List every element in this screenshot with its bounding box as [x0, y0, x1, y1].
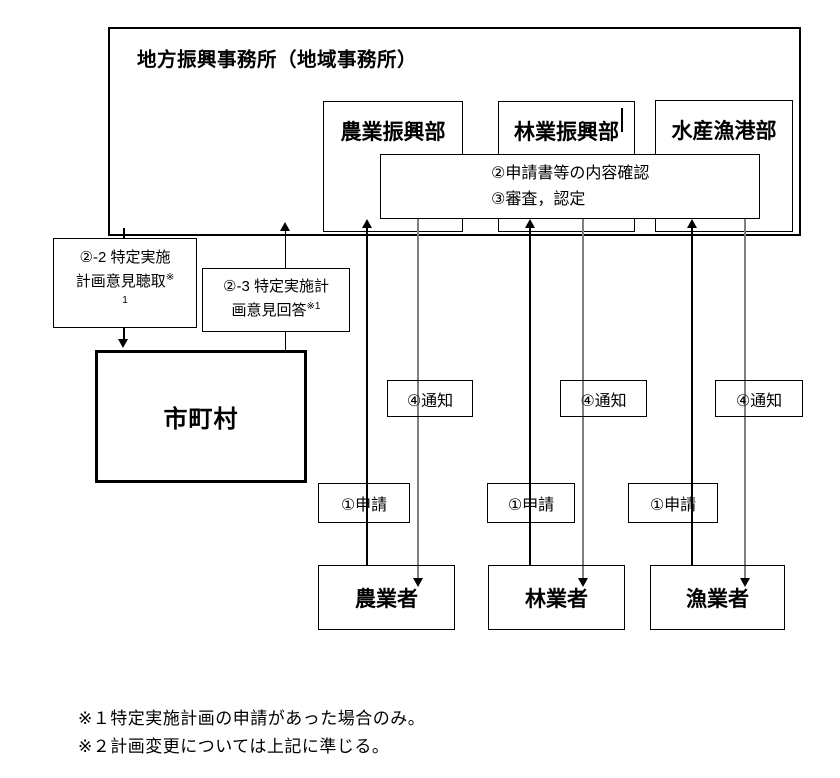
apply-arrowhead-2 [524, 219, 535, 228]
notify-label-box-2: ④通知 [560, 380, 647, 417]
apply-label-box-1: ①申請 [318, 483, 410, 523]
notify-label-3: ④通知 [735, 392, 783, 410]
notify-line-1 [416, 219, 420, 578]
notify-arrowhead-2 [577, 578, 588, 587]
regional-office-title: 地方振興事務所（地域事務所） [137, 49, 418, 71]
apply-label-1: ①申請 [340, 497, 388, 514]
apply-label-box-2: ①申請 [487, 483, 575, 523]
hearing-connector-bottom [123, 328, 125, 340]
reply-box: ②-3 特定実施計 画意見回答※1 [202, 268, 350, 332]
reply-line-1: ②-3 特定実施計 [223, 278, 329, 295]
hearing-box: ②-2 特定実施 計画意見聴取※ 1 [53, 238, 197, 328]
footnote-1: ※１特定実施計画の申請があった場合のみ。 [78, 709, 426, 728]
apply-line-1 [366, 228, 368, 565]
reply-arrowhead-up [279, 222, 290, 231]
reply-connector-top [284, 231, 286, 268]
actor-box-fisher: 漁業者 [650, 565, 785, 630]
apply-label-3: ①申請 [649, 497, 697, 514]
text-caret-artifact [621, 108, 623, 132]
reply-line-2: 画意見回答※1 [231, 301, 321, 320]
reply-sup-mark: ※1 [306, 301, 321, 312]
actor-label-forester: 林業者 [525, 587, 588, 611]
actor-box-farmer: 農業者 [318, 565, 455, 630]
review-box: ②申請書等の内容確認 ③審査，認定 [380, 154, 760, 219]
hearing-sup-mark: ※ [165, 272, 175, 283]
notify-arrowhead-3 [739, 578, 750, 587]
apply-label-box-3: ①申請 [628, 483, 718, 523]
actor-label-fisher: 漁業者 [686, 587, 749, 611]
notify-line-2 [581, 219, 585, 578]
apply-arrowhead-3 [686, 219, 697, 228]
municipality-box: 市町村 [95, 350, 307, 483]
apply-line-3 [691, 228, 693, 565]
dept-label-agriculture: 農業振興部 [340, 121, 446, 144]
hearing-line-2: 計画意見聴取※ [75, 272, 175, 291]
review-line-content-check: ②申請書等の内容確認 [491, 165, 650, 182]
dept-label-forestry: 林業振興部 [514, 121, 619, 144]
actor-label-farmer: 農業者 [355, 587, 418, 611]
actor-box-forester: 林業者 [488, 565, 625, 630]
dept-label-fisheries: 水産漁港部 [671, 120, 777, 143]
regional-office-box [108, 27, 801, 236]
review-line-examination: ③審査，認定 [491, 191, 586, 208]
notify-label-2: ④通知 [580, 392, 627, 410]
notify-line-3 [743, 219, 747, 578]
apply-arrowhead-1 [361, 219, 372, 228]
notify-arrowhead-1 [412, 578, 423, 587]
footnote-2: ※２計画変更については上記に準じる。 [78, 737, 390, 756]
municipality-label: 市町村 [163, 406, 239, 433]
review-text: ②申請書等の内容確認 ③審査，認定 [491, 161, 649, 213]
hearing-arrowhead-down [118, 339, 128, 348]
reply-connector-bottom [284, 332, 286, 350]
apply-label-2: ①申請 [507, 497, 555, 514]
notify-label-box-3: ④通知 [715, 380, 803, 417]
notify-label-box-1: ④通知 [387, 380, 473, 417]
apply-line-2 [529, 228, 531, 565]
notify-label-1: ④通知 [406, 392, 454, 410]
hearing-line-1: ②-2 特定実施 [79, 249, 171, 266]
hearing-sup-digit: 1 [122, 295, 128, 306]
hearing-connector-top [123, 228, 125, 238]
